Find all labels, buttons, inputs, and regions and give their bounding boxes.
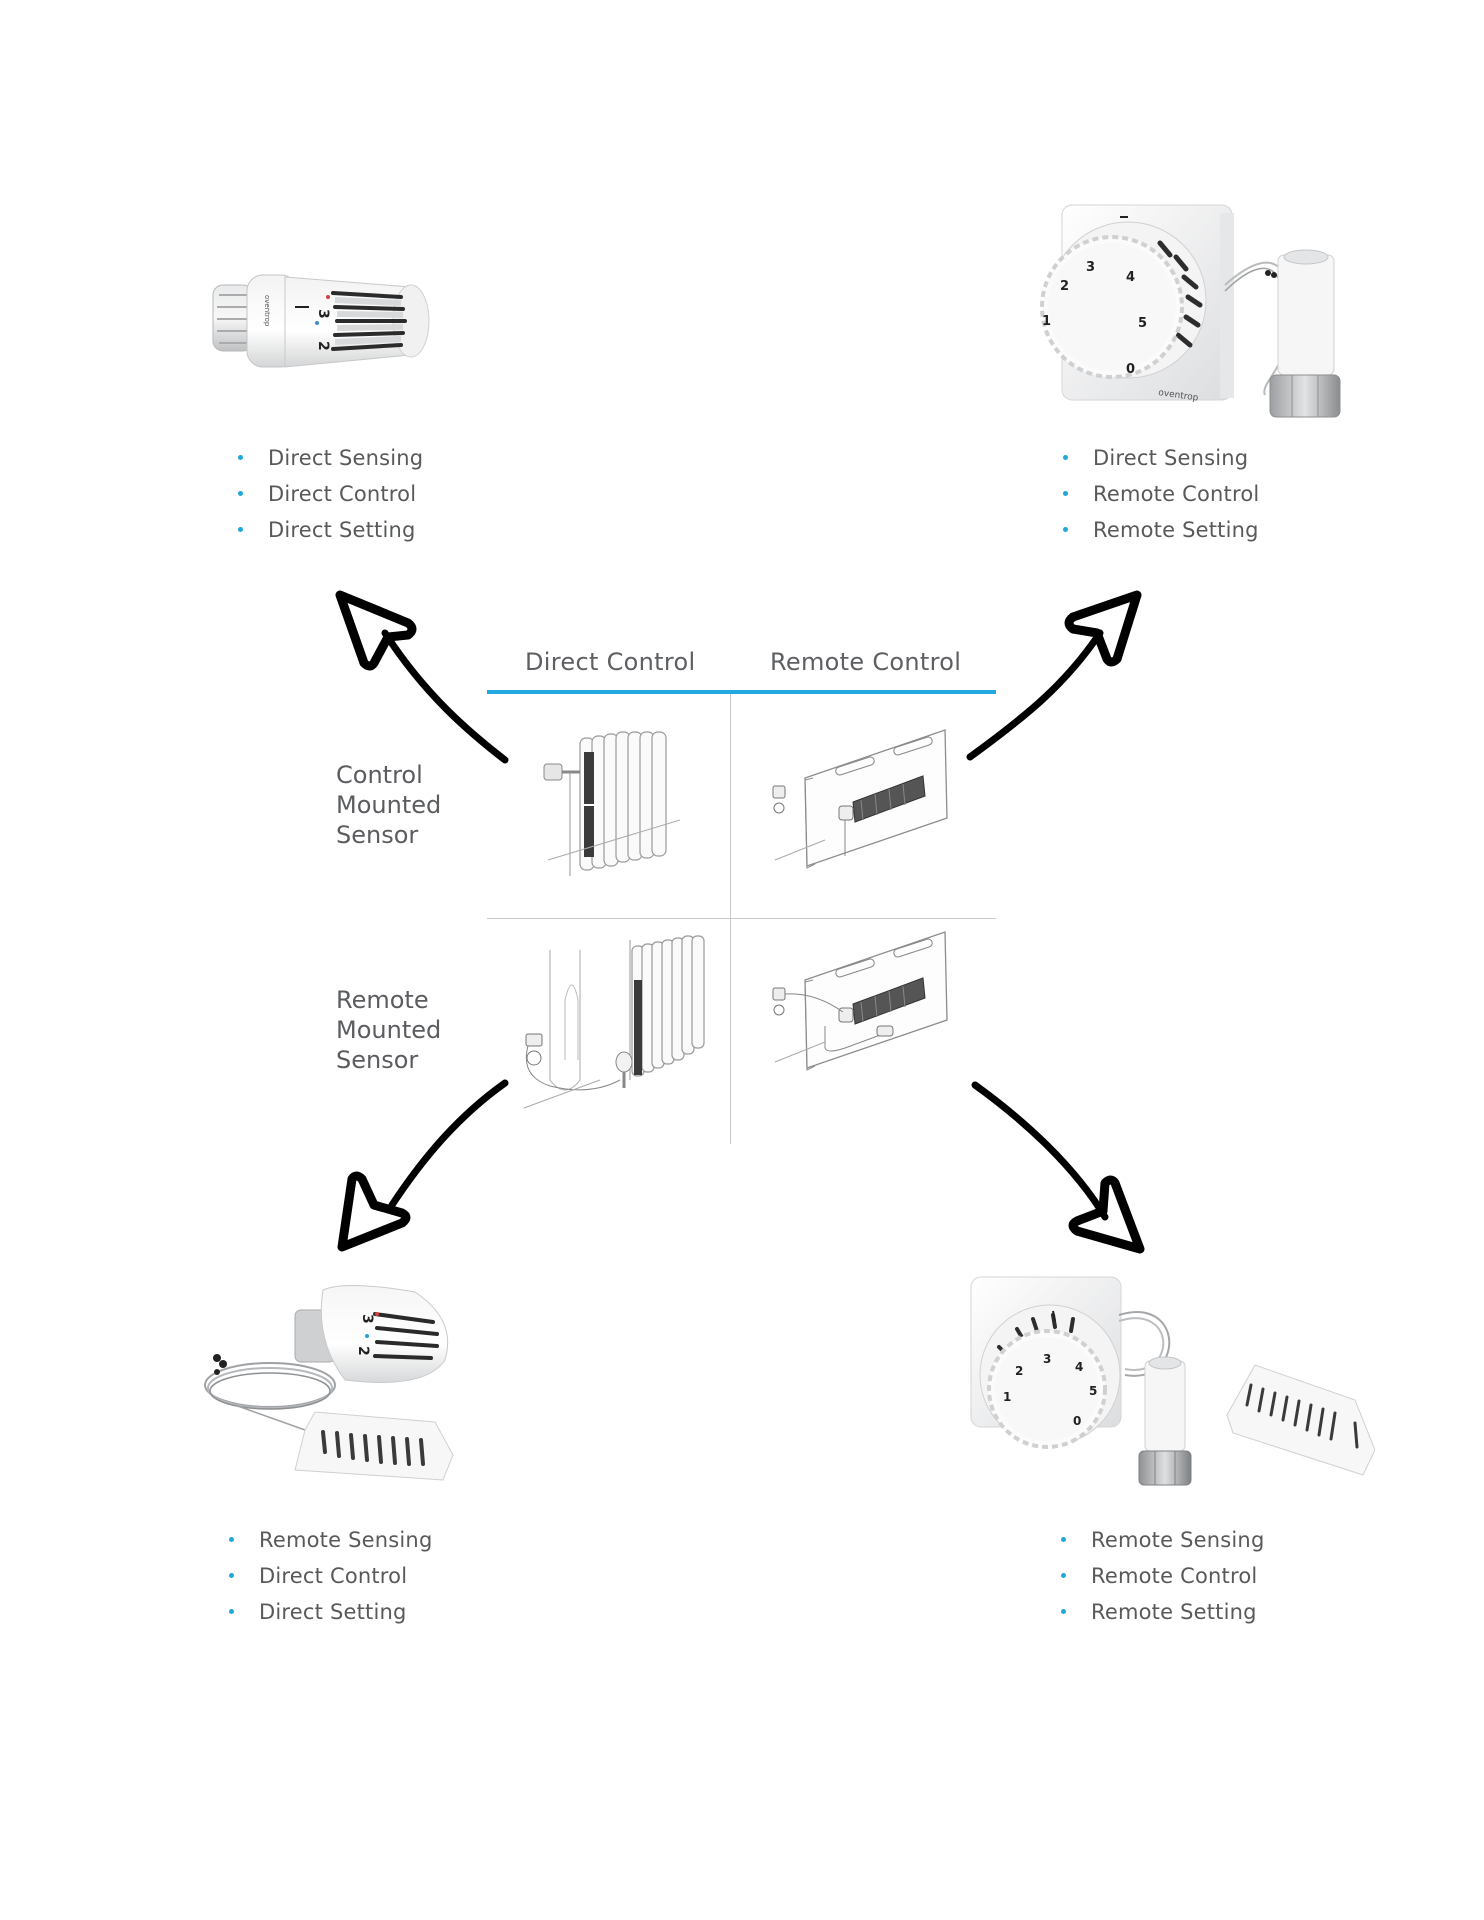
feature-item: Remote Control: [1063, 476, 1259, 512]
feature-item: Remote Sensing: [1061, 1522, 1264, 1558]
dial-mark-1: 1: [1003, 1390, 1011, 1404]
row-divider: [487, 918, 996, 919]
bullet-icon: [1061, 1609, 1066, 1614]
dial-mark-1: 1: [1042, 314, 1051, 329]
dial-mark-4: 4: [1126, 270, 1135, 285]
radiator-with-remote-sensor-icon: [523, 935, 705, 1109]
bullet-icon: [238, 491, 243, 496]
feature-list-bottom-left: Remote Sensing Direct Control Direct Set…: [229, 1522, 432, 1630]
convector-with-valve-mounted-sensor-icon: [772, 729, 948, 869]
arrow-up-right-icon: [966, 590, 1142, 761]
column-header-remote-control: Remote Control: [770, 648, 962, 676]
bullet-icon: [1063, 491, 1068, 496]
feature-item: Direct Sensing: [238, 440, 423, 476]
row-label-remote-mounted-sensor: Remote Mounted Sensor: [336, 986, 442, 1074]
thermostatic-head-with-remote-sensor-icon: 3 2: [204, 1285, 454, 1481]
feature-item: Direct Sensing: [1063, 440, 1259, 476]
dial-mark-2: 2: [1060, 279, 1069, 294]
convector-with-remote-sensor-icon: [772, 931, 948, 1071]
dial-mark-3: 3: [315, 309, 331, 319]
feature-list-top-right: Direct Sensing Remote Control Remote Set…: [1063, 440, 1259, 548]
feature-list-bottom-right: Remote Sensing Remote Control Remote Set…: [1061, 1522, 1264, 1630]
bullet-icon: [1063, 527, 1068, 532]
feature-item: Remote Setting: [1063, 512, 1259, 548]
bullet-icon: [238, 455, 243, 460]
dial-mark-2: 2: [315, 341, 331, 351]
arrow-up-left-icon: [335, 590, 509, 764]
feature-item: Remote Sensing: [229, 1522, 432, 1558]
remote-dial-with-capillary-icon: oventrop 2 3 4 5 0 1: [1040, 204, 1341, 418]
arrow-down-right-icon: [971, 1081, 1145, 1254]
bullet-icon: [1063, 455, 1068, 460]
bullet-icon: [229, 1573, 234, 1578]
feature-item: Remote Control: [1061, 1558, 1264, 1594]
radiator-with-head-mounted-thermostat-icon: [543, 731, 681, 876]
bullet-icon: [229, 1609, 234, 1614]
dial-mark-5: 5: [1138, 316, 1147, 331]
thermostatic-head-icon: 3 2 oventrop: [212, 274, 430, 368]
feature-item: Direct Control: [229, 1558, 432, 1594]
dial-mark-0: 0: [1126, 362, 1135, 377]
feature-item: Direct Setting: [229, 1594, 432, 1630]
feature-item: Direct Setting: [238, 512, 423, 548]
dial-mark-3: 3: [1086, 260, 1095, 275]
dial-mark-2: 2: [1015, 1364, 1023, 1378]
feature-item: Remote Setting: [1061, 1594, 1264, 1630]
dial-mark-0: 0: [1073, 1414, 1081, 1428]
row-label-control-mounted-sensor: Control Mounted Sensor: [336, 761, 442, 849]
column-header-direct-control: Direct Control: [525, 648, 696, 676]
dial-mark-2: 2: [355, 1346, 371, 1356]
bullet-icon: [1061, 1537, 1066, 1542]
column-divider: [730, 694, 731, 1144]
feature-item: Direct Control: [238, 476, 423, 512]
dial-mark-3: 3: [1043, 1352, 1051, 1366]
dial-mark-5: 5: [1089, 1384, 1097, 1398]
bullet-icon: [238, 527, 243, 532]
bullet-icon: [229, 1537, 234, 1542]
header-divider: [487, 690, 996, 694]
dial-mark-4: 4: [1075, 1360, 1083, 1374]
feature-list-top-left: Direct Sensing Direct Control Direct Set…: [238, 440, 423, 548]
svg-text:oventrop: oventrop: [263, 295, 271, 327]
remote-dial-with-remote-sensor-icon: 2 3 4 5 1 0: [970, 1276, 1375, 1486]
dial-mark-3: 3: [359, 1314, 375, 1324]
arrow-down-left-icon: [337, 1079, 509, 1252]
bullet-icon: [1061, 1573, 1066, 1578]
